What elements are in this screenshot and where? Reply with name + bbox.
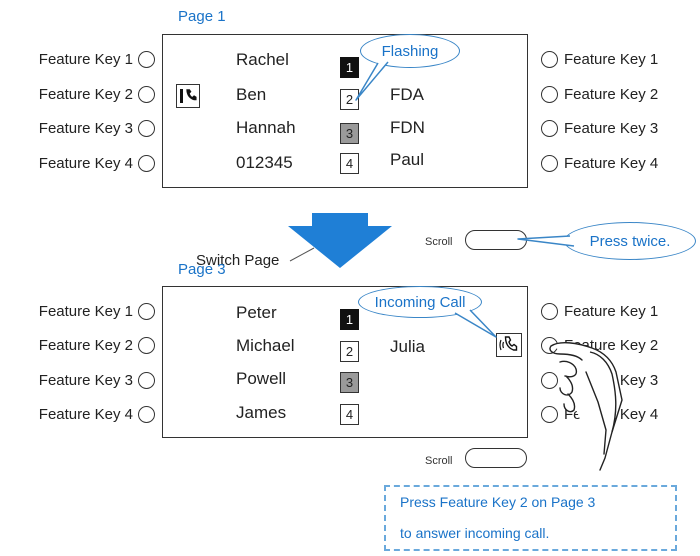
page3-left-feature-key-1[interactable]: Feature Key 1 xyxy=(0,303,155,320)
page1-line-indicator-2: 2 xyxy=(340,89,359,110)
page3-left-feature-key-4[interactable]: Feature Key 4 xyxy=(0,406,155,423)
page1-left-feature-key-4[interactable]: Feature Key 4 xyxy=(0,155,155,172)
page3-name-3: Powell xyxy=(236,369,287,388)
feature-key-button[interactable] xyxy=(138,155,155,172)
page1-right-feature-key-4[interactable]: Feature Key 4 xyxy=(541,155,658,172)
note-line-1: Press Feature Key 2 on Page 3 xyxy=(400,494,596,510)
page1-line-indicator-3: 3 xyxy=(340,123,359,144)
feature-key-label: Feature Key 4 xyxy=(38,155,133,172)
page3-line-indicator-4: 4 xyxy=(340,404,359,425)
page1-left-feature-key-3[interactable]: Feature Key 3 xyxy=(0,120,155,137)
feature-key-button[interactable] xyxy=(138,86,155,103)
feature-key-label: Feature Key 3 xyxy=(38,372,133,389)
incoming-call-callout-tail xyxy=(454,309,497,338)
flashing-callout: Flashing xyxy=(360,34,460,68)
note-line-2: to answer incoming call. xyxy=(400,525,550,541)
feature-key-label: Feature Key 1 xyxy=(38,303,133,320)
feature-key-label: Feature Key 2 xyxy=(564,86,659,103)
page1-right-name-4: Paul xyxy=(390,150,425,169)
press-twice-callout: Press twice. xyxy=(564,222,696,260)
page1-left-feature-key-2[interactable]: Feature Key 2 xyxy=(0,86,155,103)
page1-name-2: Ben xyxy=(236,85,267,104)
feature-key-button[interactable] xyxy=(138,120,155,137)
feature-key-button[interactable] xyxy=(138,51,155,68)
switch-arrow-icon xyxy=(288,213,392,268)
page3-line-indicator-2: 2 xyxy=(340,341,359,362)
page1-right-feature-key-1[interactable]: Feature Key 1 xyxy=(541,51,658,68)
feature-key-label: Feature Key 1 xyxy=(564,51,659,68)
feature-key-button[interactable] xyxy=(541,155,558,172)
page1-name-1: Rachel xyxy=(236,50,289,69)
feature-key-label: Feature Key 3 xyxy=(38,120,133,137)
page3-title: Page 3 xyxy=(178,261,226,278)
feature-key-button[interactable] xyxy=(138,303,155,320)
page1-scroll-label: Scroll xyxy=(425,236,453,248)
page1-name-4: 012345 xyxy=(236,153,293,172)
page3-right-name-2: Julia xyxy=(390,337,425,356)
feature-key-label: Feature Key 4 xyxy=(564,155,659,172)
flashing-callout-tail xyxy=(355,61,389,101)
hand-pointer-icon xyxy=(549,341,623,471)
phone-handset-icon xyxy=(176,84,200,108)
page1-line-indicator-4: 4 xyxy=(340,153,359,174)
page3-right-feature-key-1[interactable]: Feature Key 1 xyxy=(541,303,658,320)
page3-scroll-button[interactable] xyxy=(465,448,527,468)
page3-left-feature-key-2[interactable]: Feature Key 2 xyxy=(0,337,155,354)
page1-right-feature-key-3[interactable]: Feature Key 3 xyxy=(541,120,658,137)
page1-left-feature-key-1[interactable]: Feature Key 1 xyxy=(0,51,155,68)
feature-key-button[interactable] xyxy=(541,372,558,389)
feature-key-button[interactable] xyxy=(541,86,558,103)
page1-right-name-3: FDN xyxy=(390,118,425,137)
page1-name-3: Hannah xyxy=(236,118,296,137)
feature-key-label: Feature Key 3 xyxy=(564,120,659,137)
feature-key-button[interactable] xyxy=(138,337,155,354)
ringing-phone-icon xyxy=(496,333,522,357)
page3-name-2: Michael xyxy=(236,336,295,355)
press-twice-callout-tail xyxy=(517,235,575,247)
feature-key-button[interactable] xyxy=(541,120,558,137)
feature-key-button[interactable] xyxy=(541,51,558,68)
page1-line-indicator-1: 1 xyxy=(340,57,359,78)
feature-key-button[interactable] xyxy=(138,406,155,423)
feature-key-button[interactable] xyxy=(541,406,558,423)
feature-key-button[interactable] xyxy=(541,303,558,320)
page1-right-name-2: FDA xyxy=(390,85,424,104)
feature-key-label: Feature Key 2 xyxy=(38,86,133,103)
page1-right-feature-key-2[interactable]: Feature Key 2 xyxy=(541,86,658,103)
page3-left-feature-key-3[interactable]: Feature Key 3 xyxy=(0,372,155,389)
page3-name-1: Peter xyxy=(236,303,277,322)
feature-key-button[interactable] xyxy=(138,372,155,389)
switch-page-label: Switch Page xyxy=(196,252,280,269)
feature-key-label: Feature Key 1 xyxy=(38,51,133,68)
page3-scroll-label: Scroll xyxy=(425,455,453,467)
feature-key-label: Feature Key 1 xyxy=(564,303,659,320)
feature-key-label: Feature Key 2 xyxy=(38,337,133,354)
page3-line-indicator-3: 3 xyxy=(340,372,359,393)
page3-name-4: James xyxy=(236,403,287,422)
instruction-note: Press Feature Key 2 on Page 3 to answer … xyxy=(384,485,677,551)
page3-line-indicator-1: 1 xyxy=(340,309,359,330)
feature-key-label: Feature Key 4 xyxy=(38,406,133,423)
page1-title: Page 1 xyxy=(178,8,226,25)
